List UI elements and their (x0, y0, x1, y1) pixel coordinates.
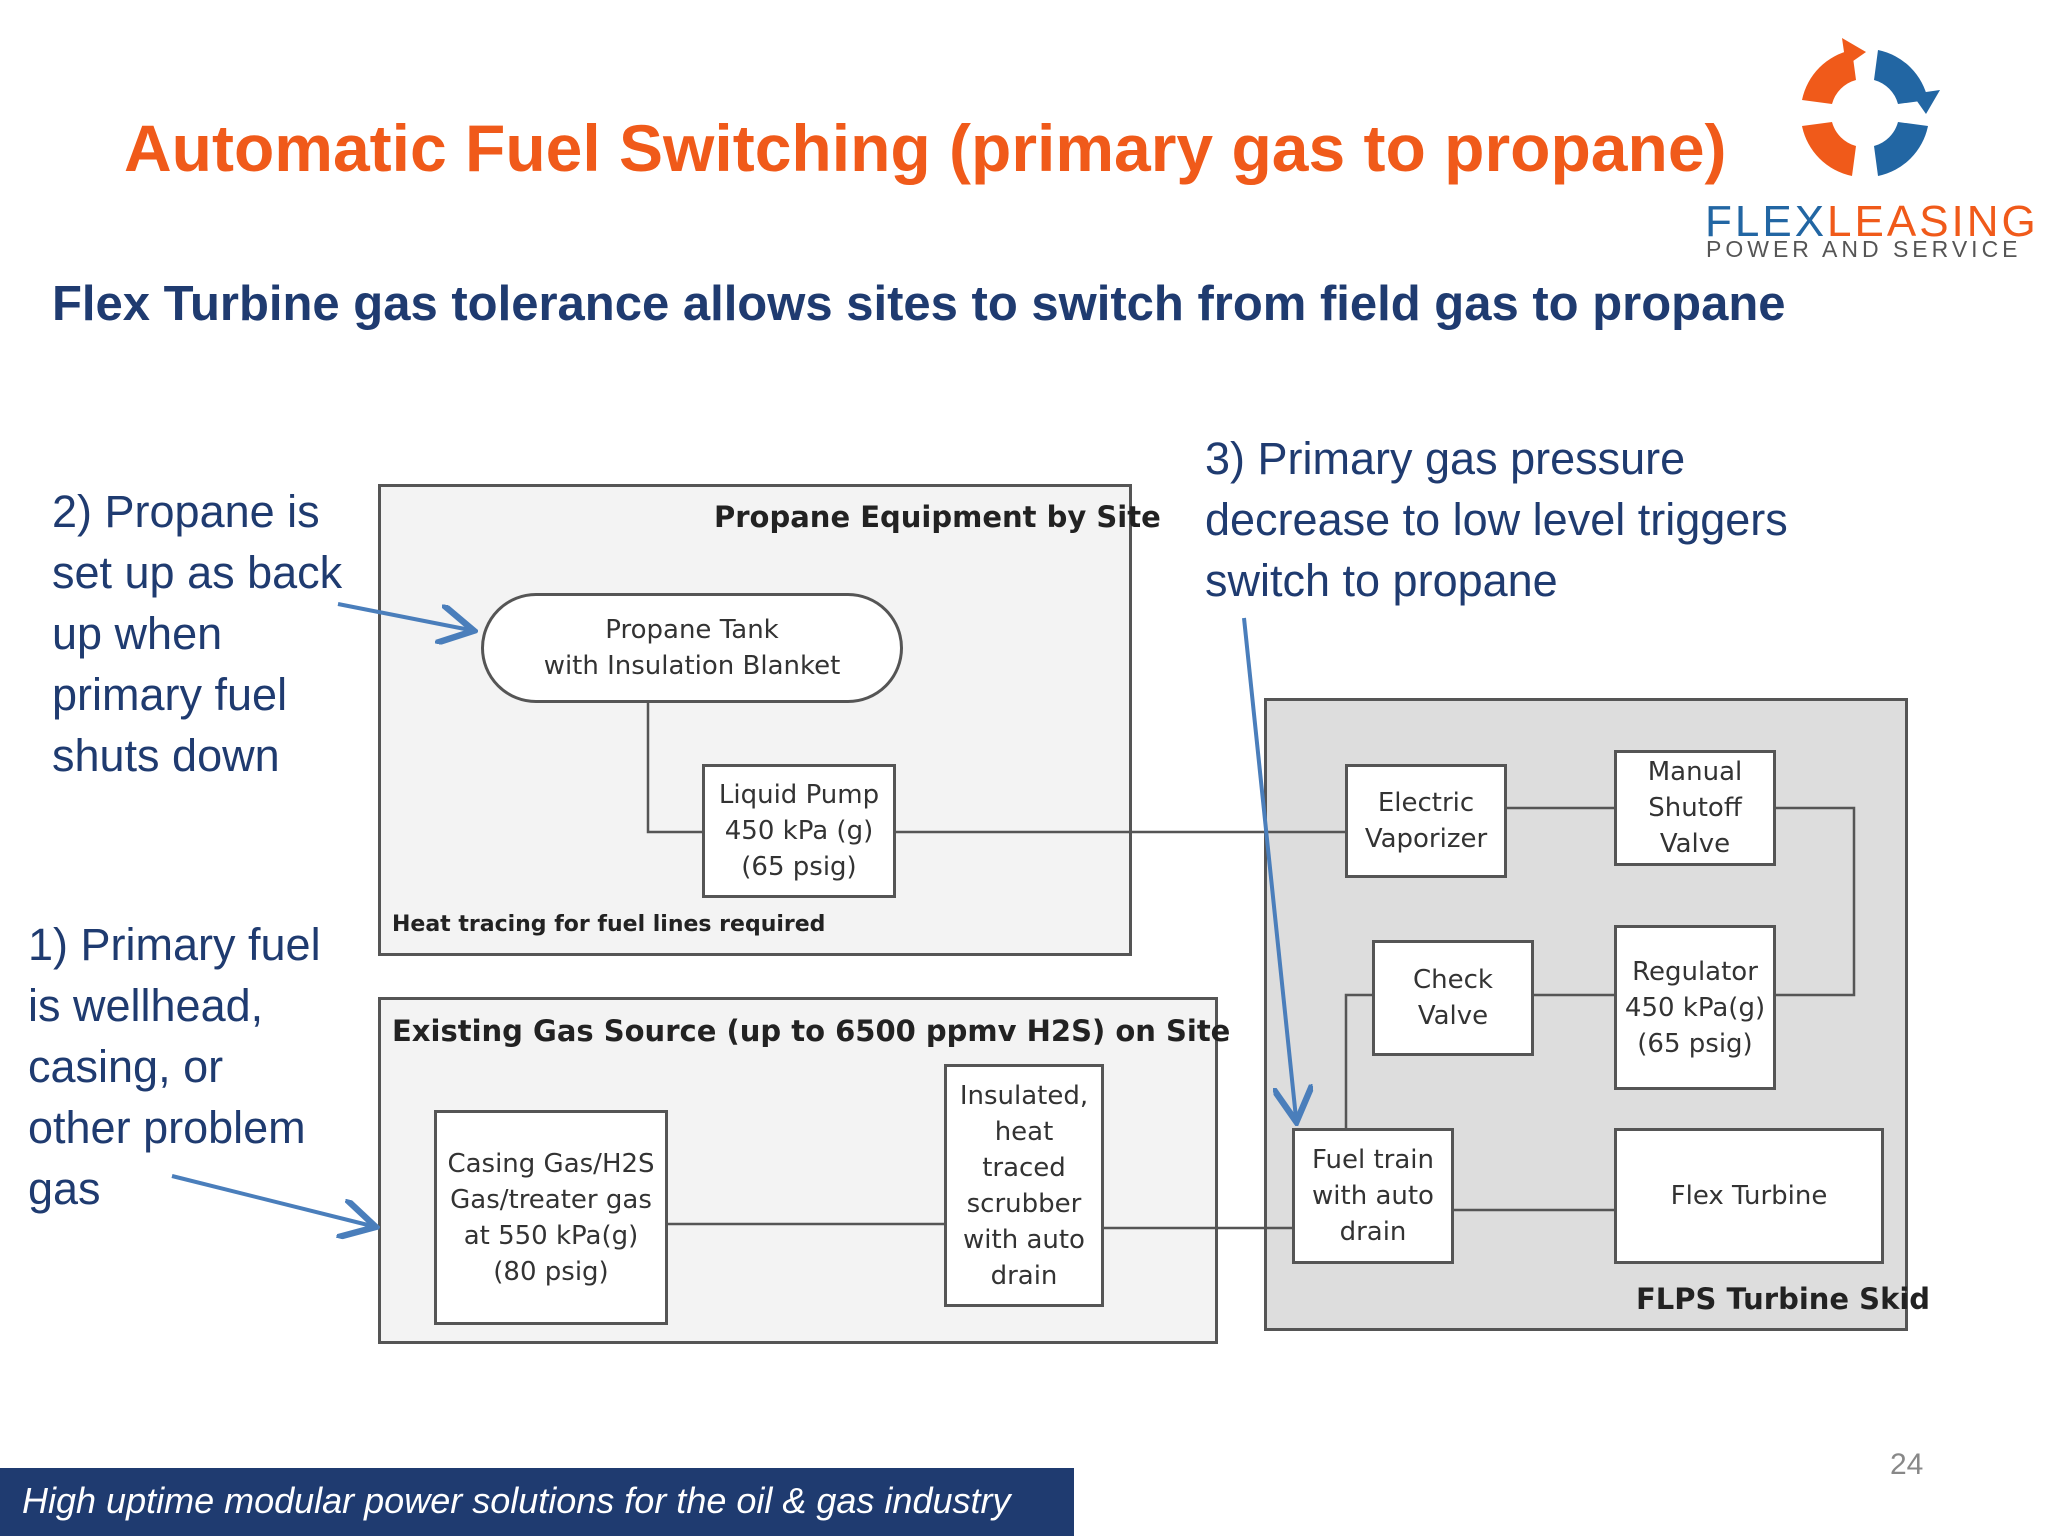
note-line: is wellhead, (28, 980, 264, 1031)
heat-tracing-note: Heat tracing for fuel lines required (392, 912, 826, 937)
flexleasing-logo-mark-icon (1802, 38, 1940, 176)
propane-region-label: Propane Equipment by Site (714, 500, 1161, 534)
casing-gas-box: Casing Gas/H2S Gas/treater gas at 550 kP… (434, 1110, 668, 1325)
box-line: Propane Tank (605, 615, 779, 645)
box-line: heat (994, 1116, 1054, 1147)
box-line: Liquid Pump (718, 780, 880, 810)
logo-wordmark: FLEXLEASING (1705, 197, 2039, 247)
box-line: with auto (963, 1224, 1085, 1255)
regulator-box: Regulator 450 kPa(g) (65 psig) (1614, 925, 1776, 1090)
box-line: with Insulation Blanket (543, 651, 841, 681)
note-line: set up as back (52, 547, 343, 598)
box-line: Electric (1377, 788, 1475, 818)
box-line: 450 kPa(g) (1624, 992, 1766, 1023)
logo-word-flex: FLEX (1705, 197, 1828, 246)
note-line: primary fuel (52, 669, 288, 720)
box-line: scrubber (966, 1188, 1082, 1219)
box-line: Insulated, (959, 1080, 1089, 1111)
skid-region-label: FLPS Turbine Skid (1636, 1282, 1931, 1316)
note-line: casing, or (28, 1041, 224, 1092)
note-line: gas (28, 1163, 101, 1214)
electric-vaporizer-box: Electric Vaporizer (1345, 764, 1507, 878)
note-line: 2) Propane is (52, 486, 320, 537)
propane-tank-box: Propane Tank with Insulation Blanket (481, 593, 903, 703)
note-line: other problem (28, 1102, 306, 1153)
footer-bar (0, 1468, 1074, 1536)
box-line: Valve (1659, 829, 1731, 859)
note-line: 3) Primary gas pressure (1205, 433, 1686, 484)
box-line: at 550 kPa(g) (463, 1220, 639, 1251)
box-line: drain (990, 1260, 1058, 1291)
scrubber-box: Insulated, heat traced scrubber with aut… (944, 1064, 1104, 1307)
slide-title: Automatic Fuel Switching (primary gas to… (124, 111, 1727, 185)
box-line: Vaporizer (1364, 824, 1488, 854)
box-line: Flex Turbine (1670, 1181, 1828, 1211)
note-line: shuts down (52, 730, 280, 781)
box-line: 450 kPa (g) (724, 816, 874, 846)
manual-shutoff-valve-box: Manual Shutoff Valve (1614, 750, 1776, 866)
note-line: 1) Primary fuel (28, 919, 321, 970)
note-primary-fuel: 1) Primary fuel is wellhead, casing, or … (28, 914, 321, 1219)
gas-region-label: Existing Gas Source (up to 6500 ppmv H2S… (392, 1014, 1231, 1048)
box-line: Regulator (1632, 956, 1758, 987)
box-line: drain (1339, 1217, 1407, 1247)
note-propane-backup: 2) Propane is set up as back up when pri… (52, 481, 342, 786)
box-line: traced (982, 1152, 1066, 1183)
slide-subtitle: Flex Turbine gas tolerance allows sites … (52, 277, 1786, 331)
liquid-pump-box: Liquid Pump 450 kPa (g) (65 psig) (702, 764, 896, 898)
box-line: (65 psig) (1637, 1028, 1753, 1059)
box-line: Manual (1647, 757, 1743, 787)
logo-word-leasing: LEASING (1827, 197, 2039, 246)
note-line: switch to propane (1205, 555, 1558, 606)
box-line: Casing Gas/H2S (447, 1148, 655, 1179)
page-number: 24 (1890, 1448, 1924, 1481)
box-line: (80 psig) (493, 1256, 609, 1287)
box-line: (65 psig) (741, 852, 857, 882)
box-line: Check (1413, 965, 1493, 995)
note-pressure-trigger: 3) Primary gas pressure decrease to low … (1205, 428, 1788, 611)
note-line: up when (52, 608, 223, 659)
footer-tagline: High uptime modular power solutions for … (22, 1480, 1011, 1521)
box-line: Valve (1417, 1001, 1489, 1031)
box-line: Gas/treater gas (450, 1184, 652, 1215)
fuel-train-box: Fuel train with auto drain (1292, 1128, 1454, 1264)
flex-turbine-box: Flex Turbine (1614, 1128, 1884, 1264)
box-line: Shutoff (1648, 793, 1742, 823)
check-valve-box: Check Valve (1372, 940, 1534, 1056)
note-line: decrease to low level triggers (1205, 494, 1788, 545)
logo-tagline: POWER AND SERVICE (1706, 236, 2022, 262)
box-line: with auto (1312, 1181, 1434, 1211)
box-line: Fuel train (1311, 1145, 1434, 1175)
